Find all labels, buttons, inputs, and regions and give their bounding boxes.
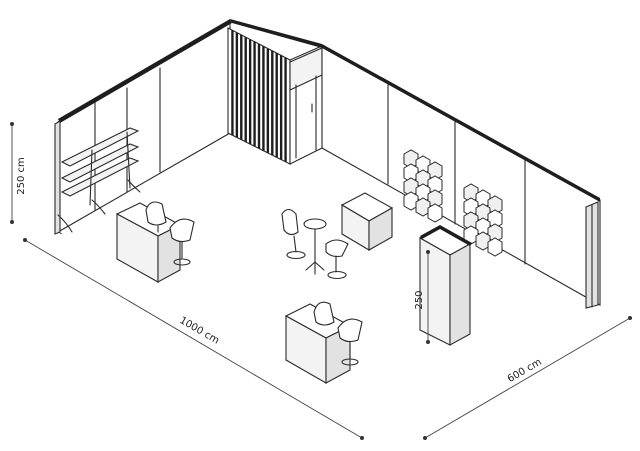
slatted-wall-panel [227, 27, 291, 165]
back-left-wall [54, 19, 232, 235]
chair-left-a [145, 201, 167, 233]
wall-shelf-unit [57, 127, 141, 233]
column-height-label: 250 [414, 290, 425, 309]
chair-front-a [313, 301, 335, 326]
cube-shelf-left [403, 149, 443, 223]
storage-cabinet [289, 45, 323, 165]
back-right-wall [230, 19, 601, 309]
front-column [418, 225, 472, 346]
center-cube [340, 192, 394, 251]
length-label: 1000 cm [178, 315, 221, 346]
dim-column-height: 250 [414, 250, 430, 344]
width-label: 600 cm [506, 357, 544, 385]
bar-table [303, 218, 327, 275]
shelf-cubby [487, 237, 503, 257]
bar-stool-left [281, 208, 306, 260]
chair-left-b [169, 218, 195, 266]
shelf-cubby [427, 203, 443, 223]
cube-shelf-right [463, 183, 503, 257]
dim-wall-height: 250 cm [10, 122, 27, 224]
chair-front-b [337, 318, 363, 366]
bar-stool-right [325, 239, 349, 280]
wall-height-label: 250 cm [16, 157, 27, 195]
